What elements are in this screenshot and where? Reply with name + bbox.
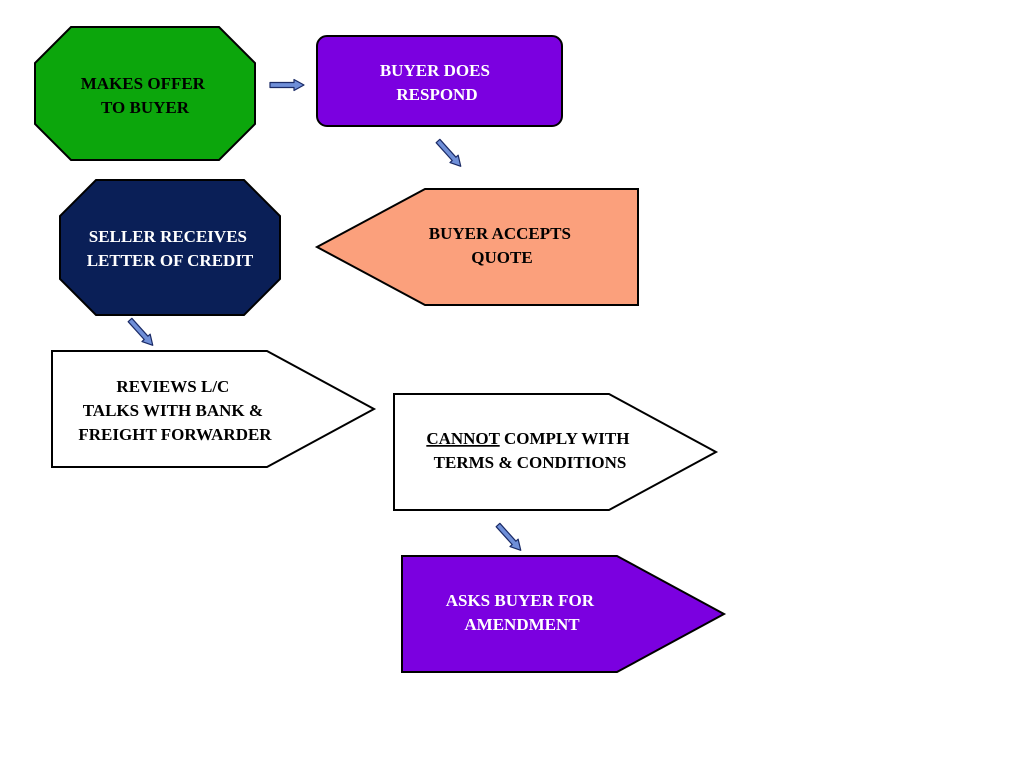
makes-offer-octagon [34,26,256,161]
svg-text:ASKS BUYER FOR AMENDMENT: ASKS BUYER FOR AMENDMENT [446,591,599,634]
svg-text:SELLER RECEIVES LETTER O: SELLER RECEIVES LETTER OF CREDIT [87,227,254,270]
reviews-lc-label-line1: REVIEWS L/C [116,377,229,396]
asks-amendment-pentagon [401,555,727,673]
buyer-responds-box [316,35,563,127]
buyer-responds-node: BUYER DOES RESPOND [316,35,563,127]
buyer-responds-label-line1: BUYER DOES [380,61,490,80]
reviews-lc-pentagon [51,350,377,468]
asks-amendment-node: ASKS BUYER FOR AMENDMENT [401,555,727,673]
asks-amendment-label-line1: ASKS BUYER FOR [446,591,595,610]
buyer-accepts-label-line2: QUOTE [471,248,532,267]
buyer-responds-label-line2: RESPOND [396,85,477,104]
svg-text:MAKES OFFER TO BUYER: MAKES OFFER TO BUYER [81,74,209,117]
seller-receives-node: SELLER RECEIVES LETTER OF CREDIT [59,179,281,316]
asks-amendment-label-line2: AMENDMENT [464,615,580,634]
makes-offer-label-line2: TO BUYER [101,98,190,117]
reviews-lc-label-line3: FREIGHT FORWARDER [78,425,272,444]
cannot-comply-label-line2: TERMS & CONDITIONS [434,453,627,472]
svg-text:REVIEWS L/C TALKS WITH B: REVIEWS L/C TALKS WITH BANK & FREIGHT FO… [78,377,272,444]
arrow-offer-to-respond [269,78,305,92]
cannot-comply-node: CANNOT COMPLY WITH TERMS & CONDITIONS [393,393,719,511]
cannot-comply-label-line1: COMPLY WITH [500,429,630,448]
svg-text:BUYER DOES RESPOND: BUYER DOES RESPOND [380,61,494,104]
reviews-lc-label-line2: TALKS WITH BANK & [83,401,263,420]
arrow-cannot-to-asks [493,520,526,555]
seller-receives-octagon [59,179,281,316]
makes-offer-label-line1: MAKES OFFER [81,74,206,93]
svg-text:BUYER ACCEPTS QUOTE: BUYER ACCEPTS QUOTE [429,224,575,267]
arrow-respond-to-accept [433,136,466,171]
seller-receives-label-line1: SELLER RECEIVES [89,227,247,246]
seller-receives-label-line2: LETTER OF CREDIT [87,251,254,270]
cannot-comply-emphasis: CANNOT [426,429,500,448]
buyer-accepts-pentagon [314,188,639,306]
buyer-accepts-label-line1: BUYER ACCEPTS [429,224,571,243]
arrow-receives-to-reviews [125,315,158,350]
cannot-comply-pentagon [393,393,719,511]
reviews-lc-node: REVIEWS L/C TALKS WITH BANK & FREIGHT FO… [51,350,377,468]
svg-text:CANNOT COMPLY WITH TERMS: CANNOT COMPLY WITH TERMS & CONDITIONS [426,429,633,472]
buyer-accepts-node: BUYER ACCEPTS QUOTE [314,188,639,306]
makes-offer-node: MAKES OFFER TO BUYER [34,26,256,161]
